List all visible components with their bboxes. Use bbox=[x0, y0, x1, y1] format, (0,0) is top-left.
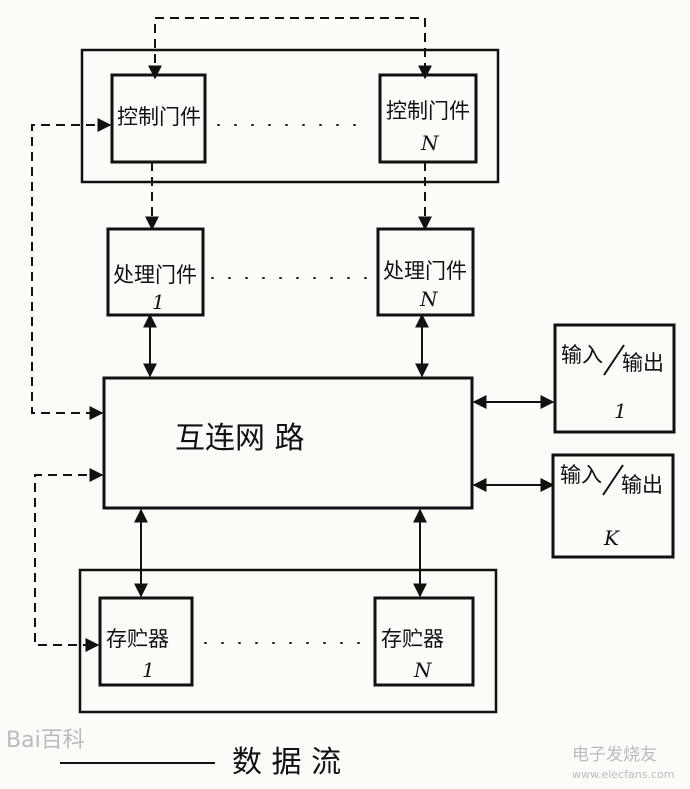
processing-unit-n-label: 处理门件 bbox=[383, 259, 467, 283]
io-1-label-right: 输出 bbox=[622, 351, 664, 375]
memory-unit-n-label: 存贮器 bbox=[381, 627, 444, 651]
watermark-left: Bai百科 bbox=[6, 728, 85, 753]
watermark-right: 电子发烧友 bbox=[572, 745, 657, 765]
io-1-index: 1 bbox=[614, 399, 627, 423]
control-unit-1-label: 控制门件 bbox=[117, 105, 201, 129]
control-link-dashed bbox=[148, 17, 432, 80]
control-units-group bbox=[80, 48, 500, 184]
control-unit-n-index: N bbox=[420, 131, 440, 155]
interconnect-to-memory-dashed bbox=[34, 468, 104, 652]
memory-unit-1-box bbox=[98, 596, 194, 687]
interconnect-label: 互连网 路 bbox=[175, 421, 305, 456]
legend-text: 数 据 流 bbox=[232, 745, 341, 780]
memory-unit-n-box bbox=[373, 596, 475, 687]
watermark-right-url: www.elecfans.com bbox=[572, 768, 674, 781]
control-unit-1-box bbox=[110, 73, 207, 164]
control-unit-n-label: 控制门件 bbox=[386, 99, 470, 123]
control-unit-n-box bbox=[378, 73, 478, 164]
memory-unit-1-index: 1 bbox=[142, 658, 155, 682]
memory-unit-n-index: N bbox=[413, 658, 433, 682]
memory-unit-1-label: 存贮器 bbox=[106, 627, 169, 651]
interconnect-box bbox=[102, 376, 474, 510]
io-1-label-left: 输入 bbox=[561, 343, 603, 367]
io-1-slash bbox=[603, 344, 625, 376]
processing-unit-1-label: 处理门件 bbox=[113, 263, 197, 287]
io-k-slash bbox=[602, 464, 624, 496]
io-k-label-left: 输入 bbox=[560, 463, 602, 487]
io-k-index: K bbox=[603, 526, 620, 550]
io-k-box bbox=[551, 453, 675, 559]
control-to-interconnect-dashed bbox=[31, 118, 112, 420]
io-1-box bbox=[553, 323, 676, 434]
memory-units-group bbox=[78, 568, 498, 714]
io-k-label-right: 输出 bbox=[621, 473, 663, 497]
processing-unit-1-index: 1 bbox=[152, 290, 165, 314]
processing-unit-n-index: N bbox=[419, 287, 439, 311]
